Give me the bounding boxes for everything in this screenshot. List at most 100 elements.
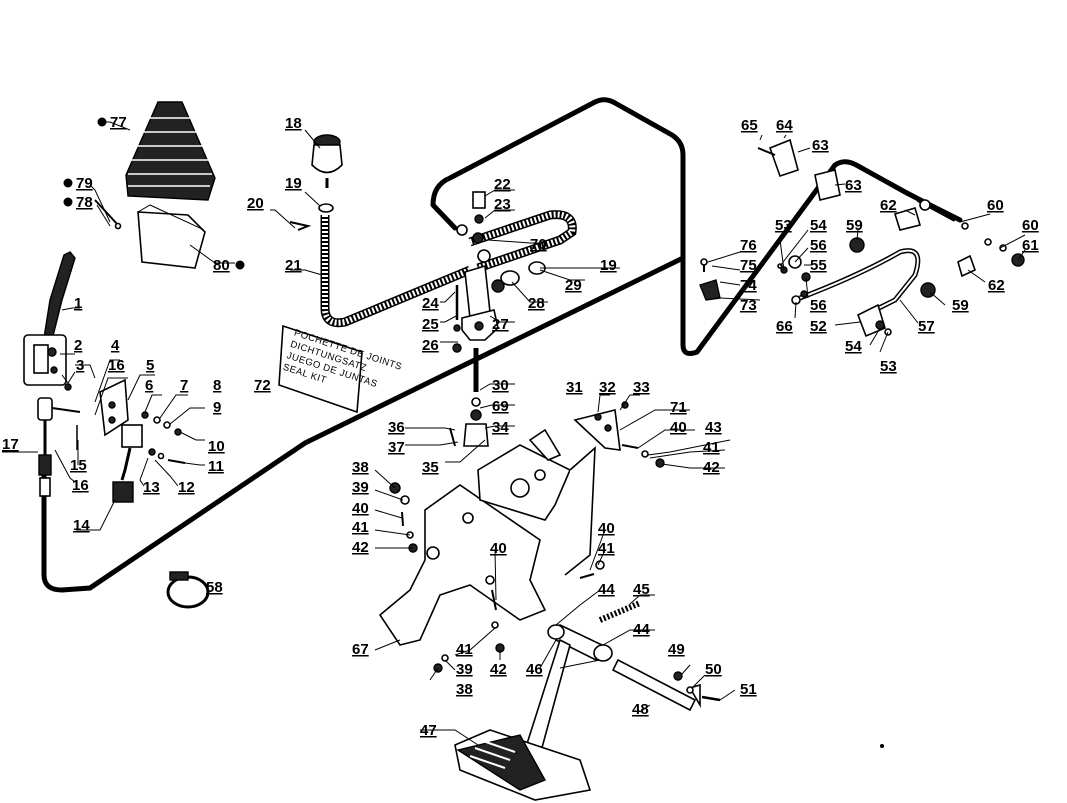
label-65: 65	[741, 117, 758, 134]
label-34: 34	[492, 419, 509, 436]
callout-dot	[97, 117, 107, 127]
label-42-lower: 42	[490, 661, 507, 678]
pedal-assembly-part	[523, 600, 721, 757]
label-53-lower: 53	[880, 358, 897, 375]
label-47: 47	[420, 722, 437, 739]
label-39-upper: 39	[352, 479, 369, 496]
label-41-lower: 41	[456, 641, 473, 658]
label-45: 45	[633, 581, 650, 598]
pedal-bracket-part	[378, 409, 621, 646]
label-38-upper: 38	[352, 459, 369, 476]
reservoir-hose	[320, 210, 577, 328]
label-22: 22	[494, 176, 511, 193]
label-67: 67	[352, 641, 369, 658]
label-4: 4	[111, 337, 120, 354]
label-12: 12	[178, 479, 195, 496]
label-64: 64	[776, 117, 793, 134]
label-59-upper: 59	[846, 217, 863, 234]
label-44-lower: 44	[633, 621, 650, 638]
label-78: 78	[76, 194, 93, 211]
label-73: 73	[740, 297, 757, 314]
master-cylinder-part	[449, 191, 499, 447]
label-79: 79	[76, 175, 93, 192]
label-61: 61	[1022, 237, 1039, 254]
label-70: 70	[530, 236, 547, 253]
label-46: 46	[526, 661, 543, 678]
label-56-lower: 56	[810, 297, 827, 314]
label-32: 32	[599, 379, 616, 396]
gear-boot-part	[125, 101, 216, 201]
label-11: 11	[208, 458, 224, 475]
label-53-upper: 53	[775, 217, 792, 234]
label-39-lower: 39	[456, 661, 473, 678]
label-40-right: 40	[670, 419, 687, 436]
label-66: 66	[776, 318, 793, 335]
label-35: 35	[422, 459, 439, 476]
label-42-right: 42	[703, 459, 720, 476]
label-62-lower: 62	[988, 277, 1005, 294]
label-16-upper: 16	[108, 357, 125, 374]
label-33: 33	[633, 379, 650, 396]
label-24: 24	[422, 295, 439, 312]
shift-lever-assembly	[23, 251, 76, 386]
label-8: 8	[213, 377, 221, 394]
slave-fittings-part	[699, 138, 1025, 338]
label-76: 76	[740, 237, 757, 254]
label-52: 52	[810, 318, 827, 335]
label-72: 72	[254, 377, 271, 394]
pedal-pad-part	[454, 729, 592, 801]
label-14: 14	[73, 517, 90, 534]
label-75: 75	[740, 257, 757, 274]
label-6: 6	[145, 377, 153, 394]
label-55: 55	[810, 257, 827, 274]
label-57: 57	[918, 318, 935, 335]
label-54-upper: 54	[810, 217, 827, 234]
label-17: 17	[2, 436, 19, 453]
label-40-center: 40	[490, 540, 507, 557]
leader-lines	[2, 121, 1026, 746]
label-10: 10	[208, 438, 225, 455]
callout-dot	[63, 178, 73, 188]
label-59-lower: 59	[952, 297, 969, 314]
label-19-left: 19	[285, 175, 302, 192]
label-7: 7	[180, 377, 188, 394]
label-3: 3	[76, 357, 84, 374]
reservoir-part	[289, 134, 343, 231]
bracket-cover-part	[137, 211, 206, 269]
clutch-cable	[41, 159, 963, 593]
label-36: 36	[388, 419, 405, 436]
label-31: 31	[566, 379, 583, 396]
label-43: 43	[705, 419, 722, 436]
label-25: 25	[422, 316, 439, 333]
label-38-lower: 38	[456, 681, 473, 698]
label-49: 49	[668, 641, 685, 658]
label-71: 71	[670, 399, 687, 416]
label-40-pedal: 40	[598, 520, 615, 537]
label-21: 21	[285, 257, 302, 274]
label-63-lower: 63	[845, 177, 862, 194]
label-19-right: 19	[600, 257, 617, 274]
label-48: 48	[632, 701, 649, 718]
label-20: 20	[247, 195, 264, 212]
label-26: 26	[422, 337, 439, 354]
label-9: 9	[213, 399, 221, 416]
part-labels: 77 79 78 80 1 2 3 4 16 5 6 7 8 9 10 11 1…	[2, 114, 1039, 739]
label-74: 74	[740, 277, 757, 294]
label-60-lower: 60	[1022, 217, 1039, 234]
label-77: 77	[110, 114, 127, 131]
label-60-upper: 60	[987, 197, 1004, 214]
fitting-28-29	[491, 261, 546, 293]
label-41-left: 41	[352, 519, 369, 536]
label-69: 69	[492, 398, 509, 415]
hose-clamp-part	[166, 571, 210, 609]
label-29: 29	[565, 277, 582, 294]
label-41-pedal: 41	[598, 540, 615, 557]
label-63-upper: 63	[812, 137, 829, 154]
label-40-left: 40	[352, 500, 369, 517]
label-56-upper: 56	[810, 237, 827, 254]
hydraulic-pipe-loop	[430, 97, 686, 261]
label-13: 13	[143, 479, 160, 496]
label-37: 37	[388, 439, 405, 456]
